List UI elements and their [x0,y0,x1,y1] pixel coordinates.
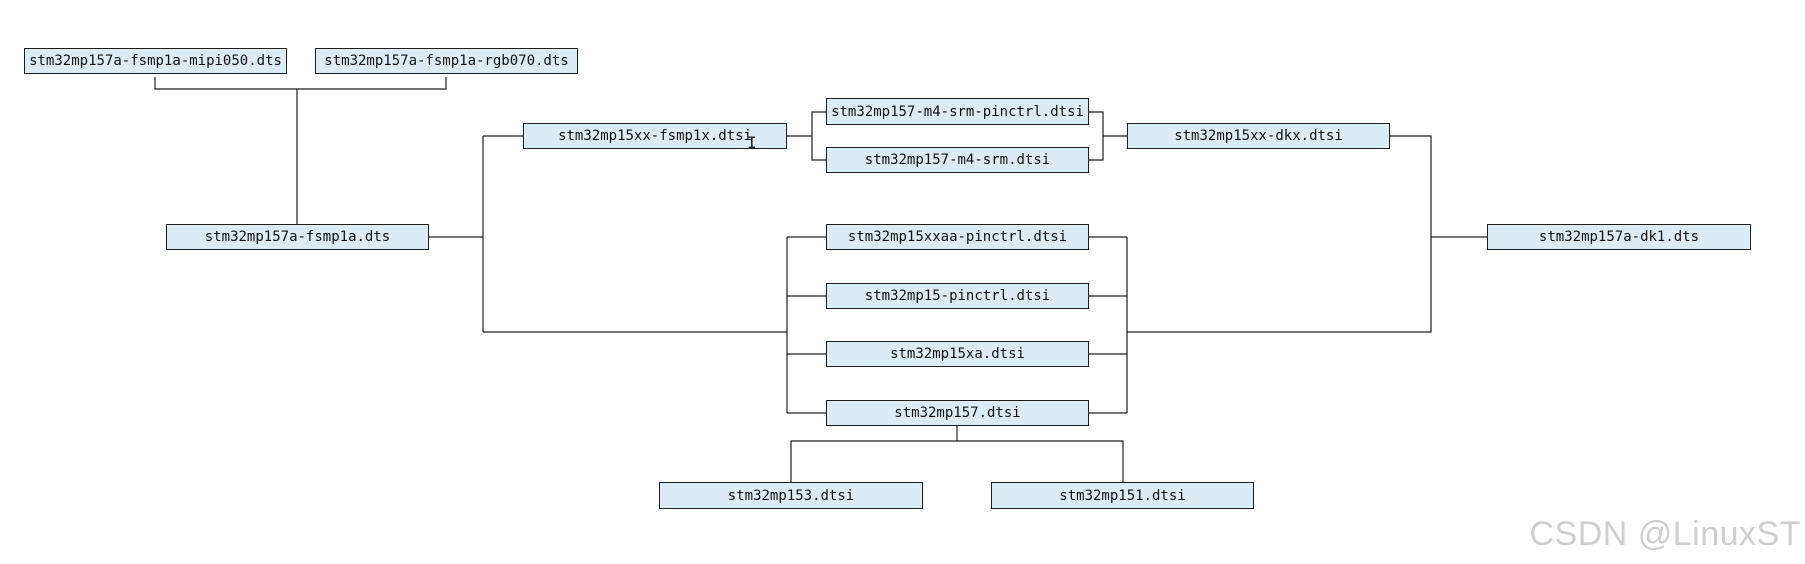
node-xa-dtsi[interactable]: stm32mp15xa.dtsi [826,341,1089,367]
node-m4-srm-pinctrl-dtsi[interactable]: stm32mp157-m4-srm-pinctrl.dtsi [826,98,1089,125]
text-cursor-icon: I [747,133,757,152]
node-dk1-dts[interactable]: stm32mp157a-dk1.dts [1487,224,1751,250]
node-mp153-dtsi[interactable]: stm32mp153.dtsi [659,482,923,509]
node-mipi050-dts[interactable]: stm32mp157a-fsmp1a-mipi050.dts [24,48,287,74]
node-rgb070-dts[interactable]: stm32mp157a-fsmp1a-rgb070.dts [315,48,578,74]
node-mp151-dtsi[interactable]: stm32mp151.dtsi [991,482,1254,509]
node-dkx-dtsi[interactable]: stm32mp15xx-dkx.dtsi [1127,123,1390,149]
node-xxaa-pinctrl-dtsi[interactable]: stm32mp15xxaa-pinctrl.dtsi [826,224,1089,250]
node-mp157-dtsi[interactable]: stm32mp157.dtsi [826,400,1089,426]
node-m4-srm-dtsi[interactable]: stm32mp157-m4-srm.dtsi [826,147,1089,173]
node-fsmp1a-dts[interactable]: stm32mp157a-fsmp1a.dts [166,224,429,250]
node-fsmp1x-dtsi[interactable]: stm32mp15xx-fsmp1x.dtsi [523,123,787,149]
watermark: CSDN @LinuxST [1529,515,1801,553]
node-pinctrl-dtsi[interactable]: stm32mp15-pinctrl.dtsi [826,283,1089,309]
